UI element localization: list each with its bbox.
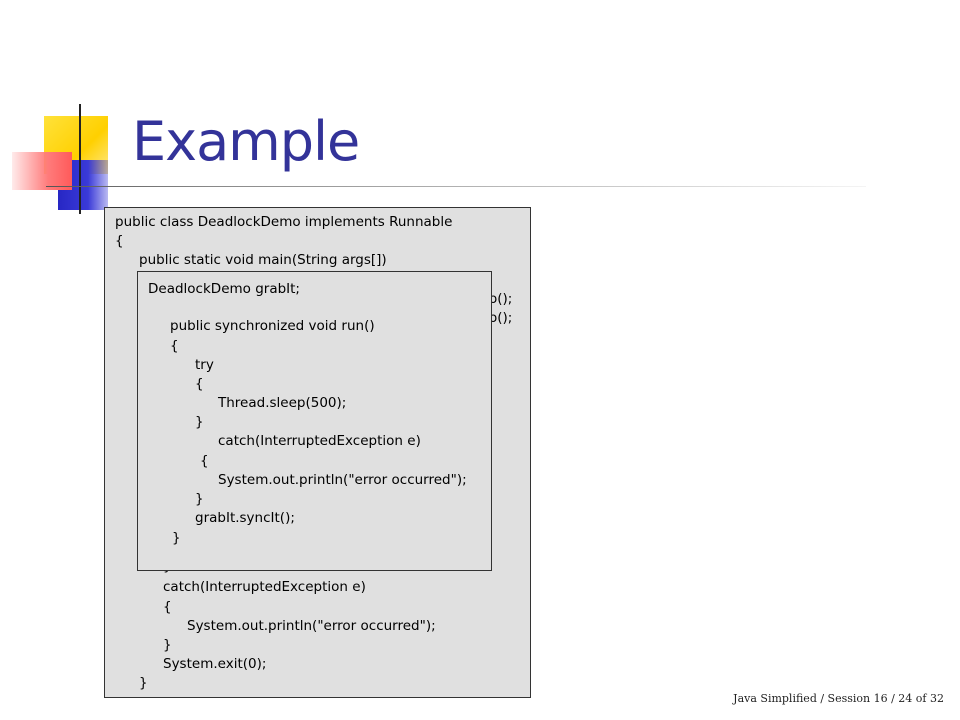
code-line: grabIt.syncIt(); [195,510,295,526]
code-line: public class DeadlockDemo implements Run… [115,214,453,230]
slide-title: Example [132,110,360,173]
code-line: public synchronized void run() [170,318,375,334]
code-line: public static void main(String args[]) [139,252,387,268]
code-line: { [195,376,204,392]
code-line: System.out.println("error occurred"); [218,472,467,488]
code-line: } [195,491,204,507]
code-line: System.exit(0); [163,656,267,672]
code-line: { [115,233,124,249]
logo-vertical-line [79,104,81,214]
code-line: Thread.sleep(500); [218,395,347,411]
code-line: } [195,414,204,430]
code-line: } [163,637,172,653]
code-line: catch(InterruptedException e) [218,433,421,449]
code-line: { [170,338,179,354]
code-line: { [163,599,172,615]
title-underline-divider [46,186,866,187]
slide-footer: Java Simplified / Session 16 / 24 of 32 [733,692,944,705]
logo-red-square [12,152,72,190]
code-line: try [195,357,214,373]
code-line: } [172,530,181,546]
code-line: catch(InterruptedException e) [163,579,366,595]
code-line: DeadlockDemo grabIt; [148,281,300,297]
inner-code-box: DeadlockDemo grabIt; public synchronized… [137,271,492,571]
code-line: { [200,453,209,469]
code-line: System.out.println("error occurred"); [187,618,436,634]
code-line: o(); [489,291,513,307]
code-line: o(); [489,310,513,326]
code-line: } [139,675,148,691]
